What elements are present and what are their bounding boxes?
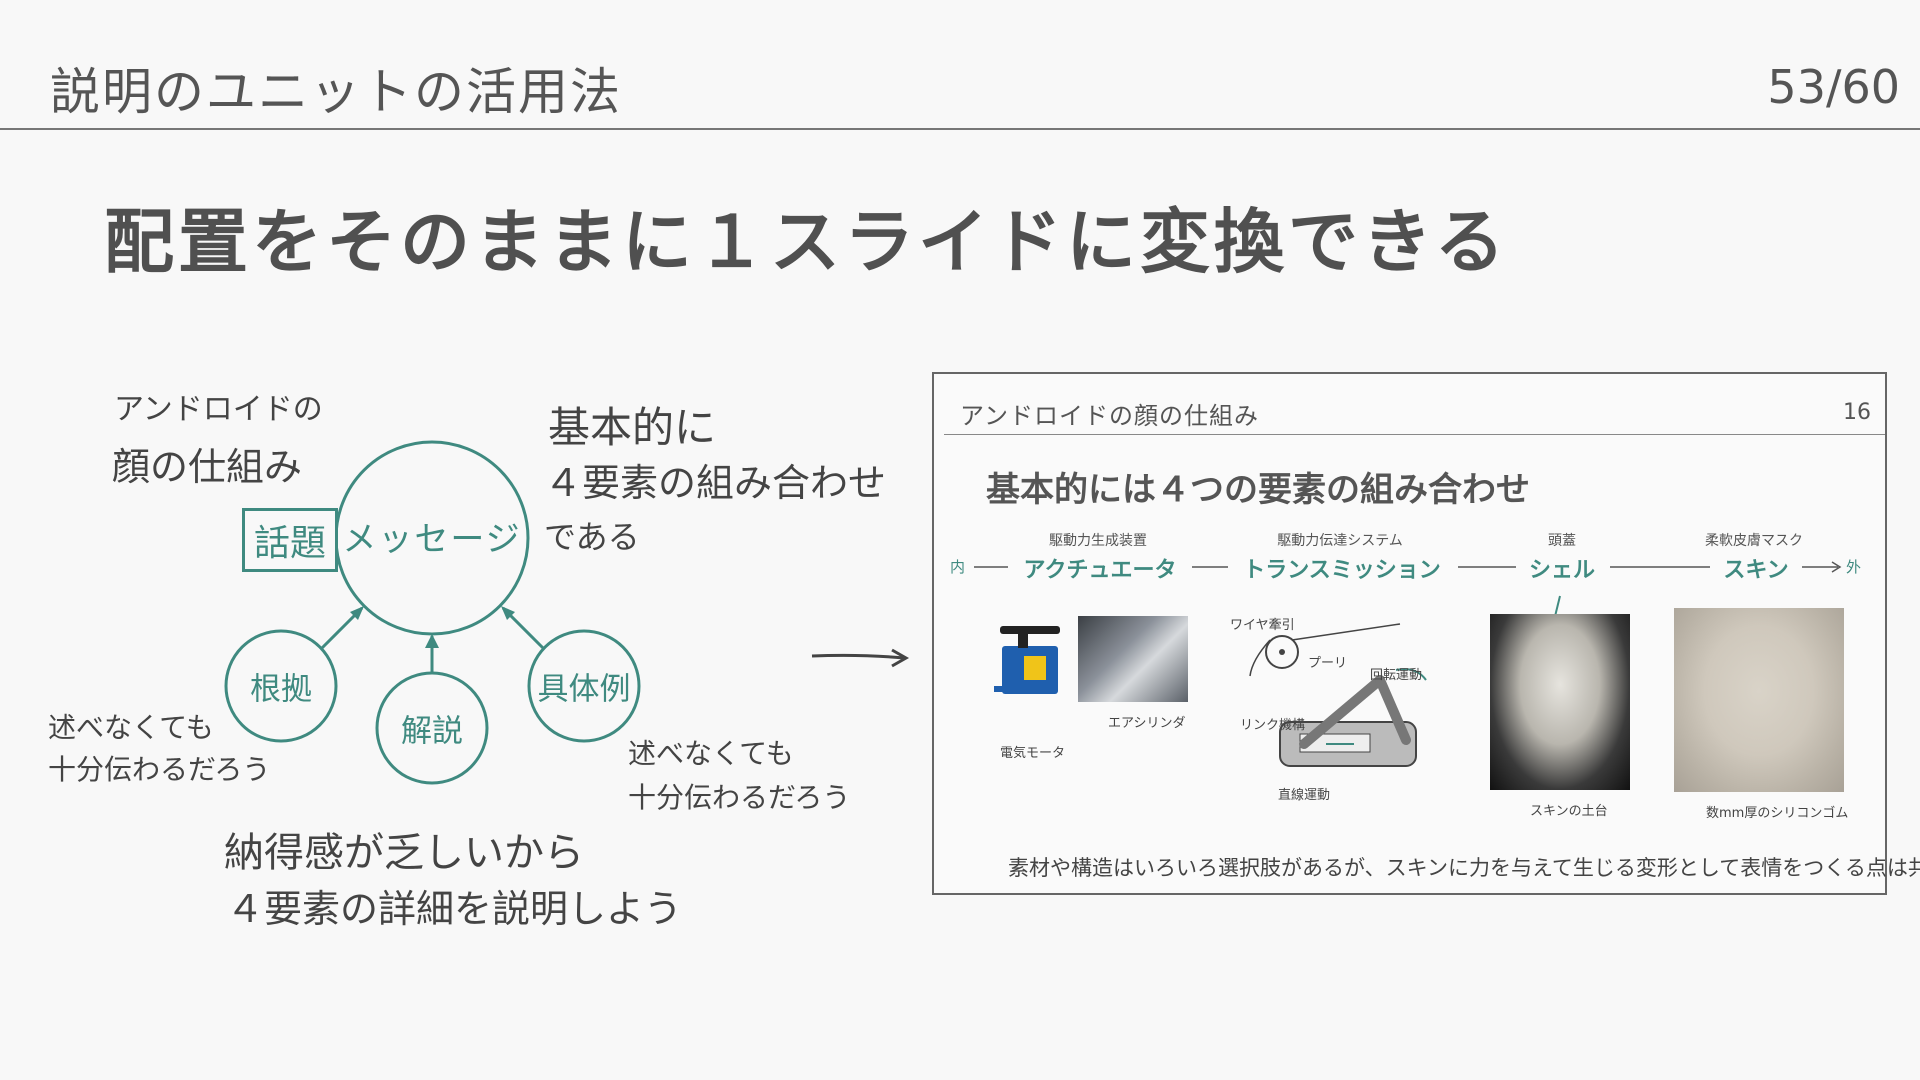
caption-link: リンク機構 xyxy=(1240,718,1306,733)
caption-wire: ワイヤ牽引 xyxy=(1230,618,1295,633)
mini-slide-footer: 素材や構造はいろいろ選択肢があるが、スキンに力を与えて生じる変形として表情をつく… xyxy=(1008,856,1920,880)
caption-silicone: 数mm厚のシリコンゴム xyxy=(1706,806,1849,821)
caption-pulley: プーリ xyxy=(1308,656,1348,671)
mini-slide-divider xyxy=(944,434,1885,435)
note-left-line2: 十分伝わるだろう xyxy=(48,753,271,786)
evidence-circle xyxy=(224,629,338,743)
chain-outer-label: 外 xyxy=(1846,558,1862,576)
note-bottom-line2: ４要素の詳細を説明しよう xyxy=(226,887,683,931)
note-message-line1: 基本的に xyxy=(548,403,717,452)
servo-motor-illustration xyxy=(994,626,1060,694)
note-left-line1: 述べなくても xyxy=(48,711,214,744)
chain-inner-label: 内 xyxy=(950,558,966,576)
caption-motor: 電気モータ xyxy=(1000,746,1066,761)
note-right-line2: 十分伝わるだろう xyxy=(628,781,851,814)
note-bottom-line1: 納得感が乏しいから xyxy=(224,830,584,876)
caption-linear: 直線運動 xyxy=(1278,788,1331,803)
chain-sub-actuator: 駆動力生成装置 xyxy=(1049,533,1147,549)
slide-section-title: 説明のユニットの活用法 xyxy=(50,63,622,121)
silicone-skin-photo xyxy=(1674,608,1844,792)
example-label: 具体例 xyxy=(537,671,631,708)
example-circle xyxy=(527,629,641,743)
mini-slide-title: アンドロイドの顔の仕組み xyxy=(960,402,1260,430)
caption-cylinder: エアシリンダ xyxy=(1108,716,1186,731)
note-right-line1: 述べなくても xyxy=(628,737,794,770)
note-message-line2: ４要素の組み合わせ xyxy=(544,461,887,505)
converted-slide-preview: アンドロイドの顔の仕組み 16 基本的には４つの要素の組み合わせ 内 外 駆動力… xyxy=(932,372,1920,895)
message-label: メッセージ xyxy=(342,519,522,560)
page-number: 53/60 xyxy=(1767,60,1900,114)
chain-sub-skin: 柔軟皮膚マスク xyxy=(1705,533,1803,549)
topic-label: 話題 xyxy=(253,523,327,564)
air-cylinder-photo xyxy=(1078,616,1188,702)
topic-box xyxy=(242,508,338,572)
note-message-line3: である xyxy=(544,518,640,556)
transform-arrow xyxy=(811,653,905,660)
skull-shell-photo xyxy=(1490,614,1630,790)
header-divider xyxy=(0,128,1920,130)
chain-sub-transmission: 駆動力伝達システム xyxy=(1277,533,1403,549)
caption-skin-base: スキンの土台 xyxy=(1530,804,1608,819)
chain-item-shell: シェル xyxy=(1528,558,1596,583)
explanation-label: 解説 xyxy=(401,713,463,750)
chain-item-actuator: アクチュエータ xyxy=(1023,558,1177,583)
note-topic-line1: アンドロイドの xyxy=(114,392,323,427)
note-topic-line2: 顔の仕組み xyxy=(112,445,303,489)
slide-main-title: 配置をそのままに１スライドに変換できる xyxy=(104,201,1509,283)
evidence-label: 根拠 xyxy=(250,671,312,708)
mini-slide-page: 16 xyxy=(1843,400,1871,425)
caption-rotation: 回転運動 xyxy=(1370,668,1423,683)
linkage-illustration xyxy=(1249,623,1427,767)
chain-item-skin: スキン xyxy=(1723,558,1789,583)
chain-item-transmission: トランスミッション xyxy=(1243,558,1441,583)
chain-sub-shell: 頭蓋 xyxy=(1548,533,1576,549)
mini-slide-headline: 基本的には４つの要素の組み合わせ xyxy=(986,470,1530,510)
